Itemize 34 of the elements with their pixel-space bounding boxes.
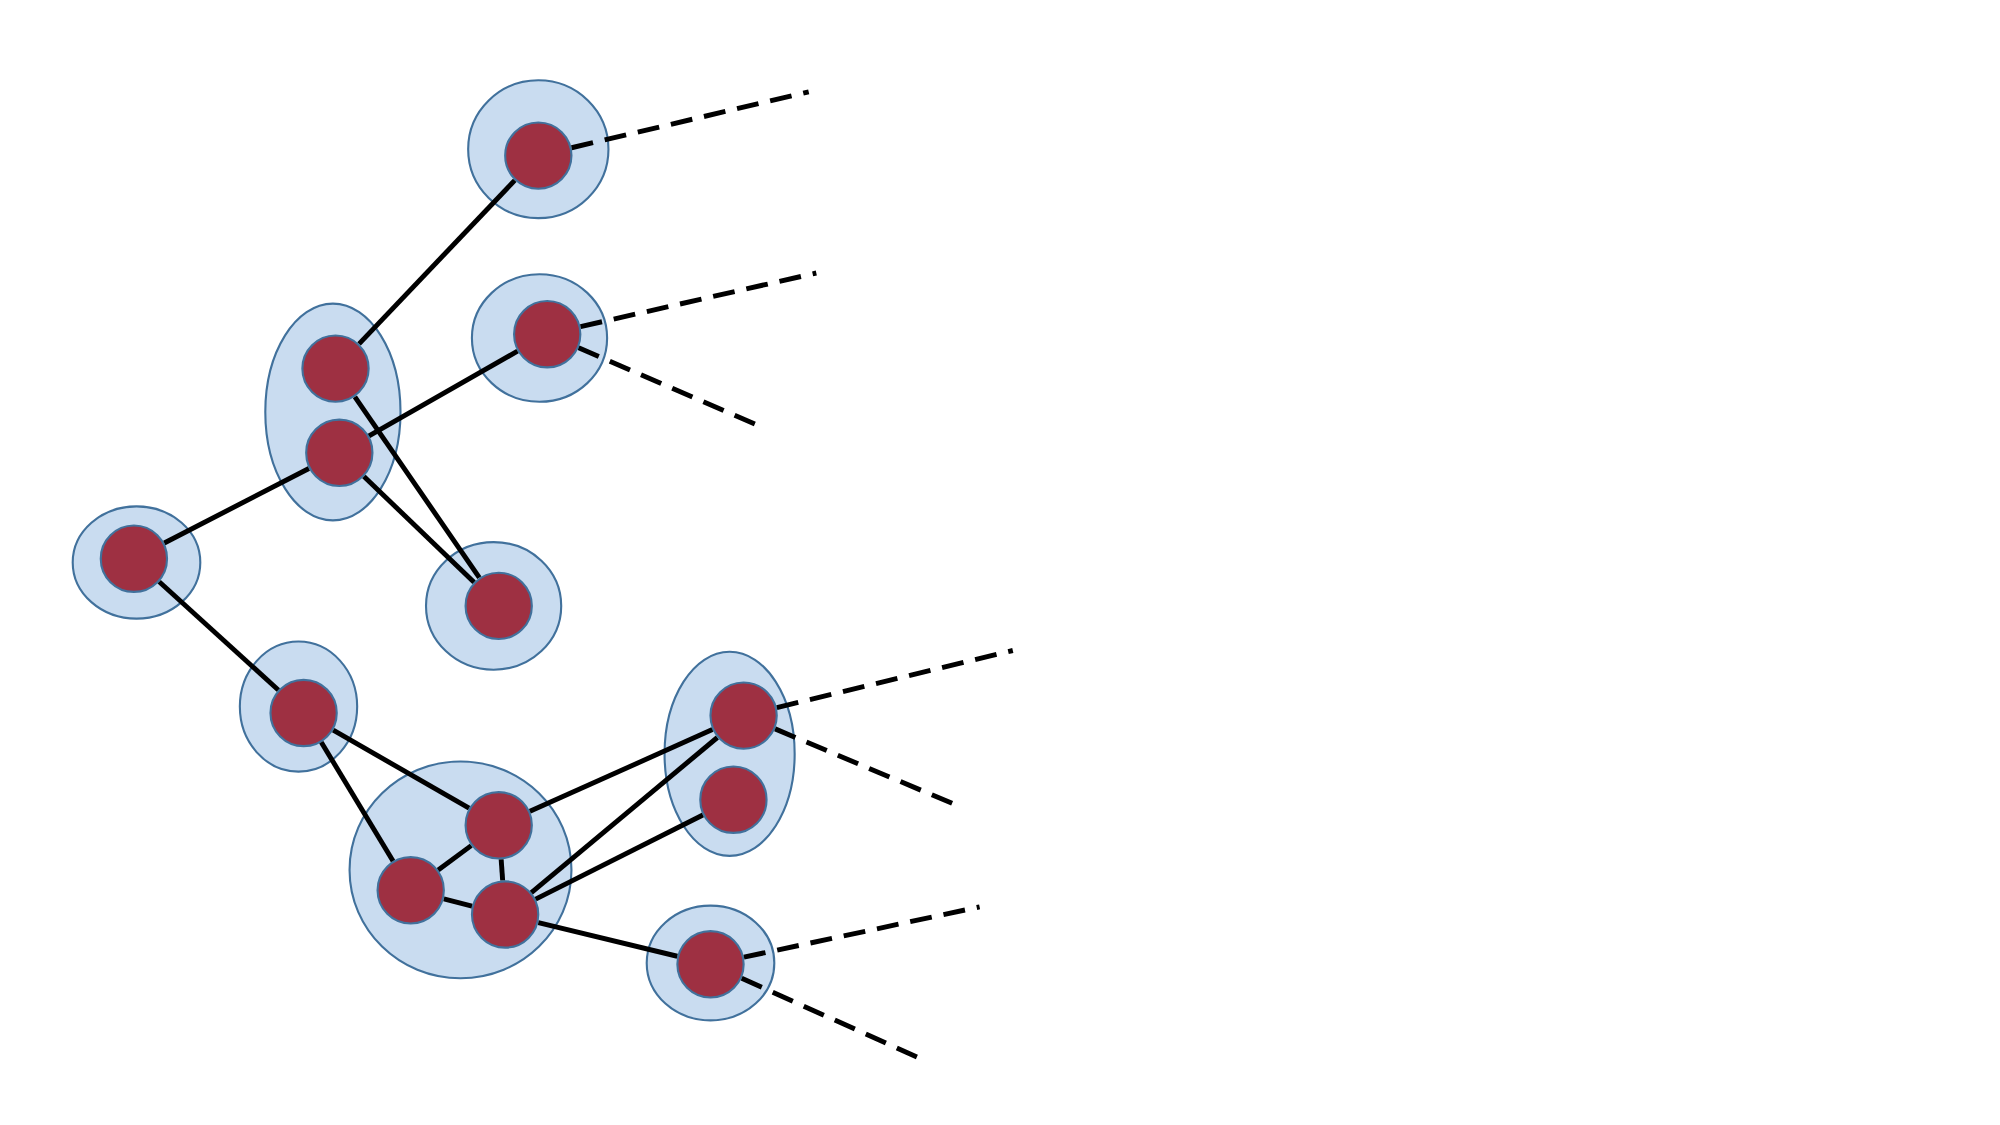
dashed-line bbox=[743, 904, 981, 960]
vertex-circle bbox=[301, 334, 370, 403]
connector-line bbox=[443, 896, 473, 909]
vertex-circle bbox=[464, 571, 533, 641]
connector-line bbox=[498, 859, 506, 881]
connector-line bbox=[362, 474, 476, 584]
connector-line bbox=[157, 579, 280, 692]
vertex-circle bbox=[676, 930, 745, 999]
dashed-line bbox=[571, 89, 810, 151]
connector-line bbox=[163, 466, 311, 546]
vertex-circle bbox=[504, 121, 573, 190]
vertex-circle bbox=[470, 880, 540, 949]
vertex-circle bbox=[99, 524, 169, 593]
connector-line bbox=[367, 349, 519, 438]
vertex-circle bbox=[376, 856, 445, 925]
dashed-line bbox=[776, 648, 1014, 710]
vertex-circle bbox=[464, 791, 533, 860]
connector-line bbox=[436, 843, 473, 872]
dashed-line bbox=[577, 345, 758, 427]
dashed-line bbox=[580, 270, 817, 329]
vertex-circle bbox=[709, 681, 778, 750]
vertex-circle bbox=[699, 765, 768, 834]
connector-line bbox=[528, 727, 714, 814]
connector-line bbox=[529, 735, 719, 895]
vertex-circle bbox=[269, 678, 338, 748]
connector-line bbox=[357, 178, 517, 346]
dashed-line bbox=[774, 726, 954, 806]
connector-line bbox=[319, 741, 396, 863]
connector-line bbox=[352, 395, 482, 580]
vertex-circle bbox=[513, 300, 582, 369]
connector-line bbox=[534, 812, 704, 902]
vertex-circle bbox=[305, 418, 374, 487]
connector-line bbox=[332, 727, 471, 811]
connector-line bbox=[537, 920, 678, 959]
